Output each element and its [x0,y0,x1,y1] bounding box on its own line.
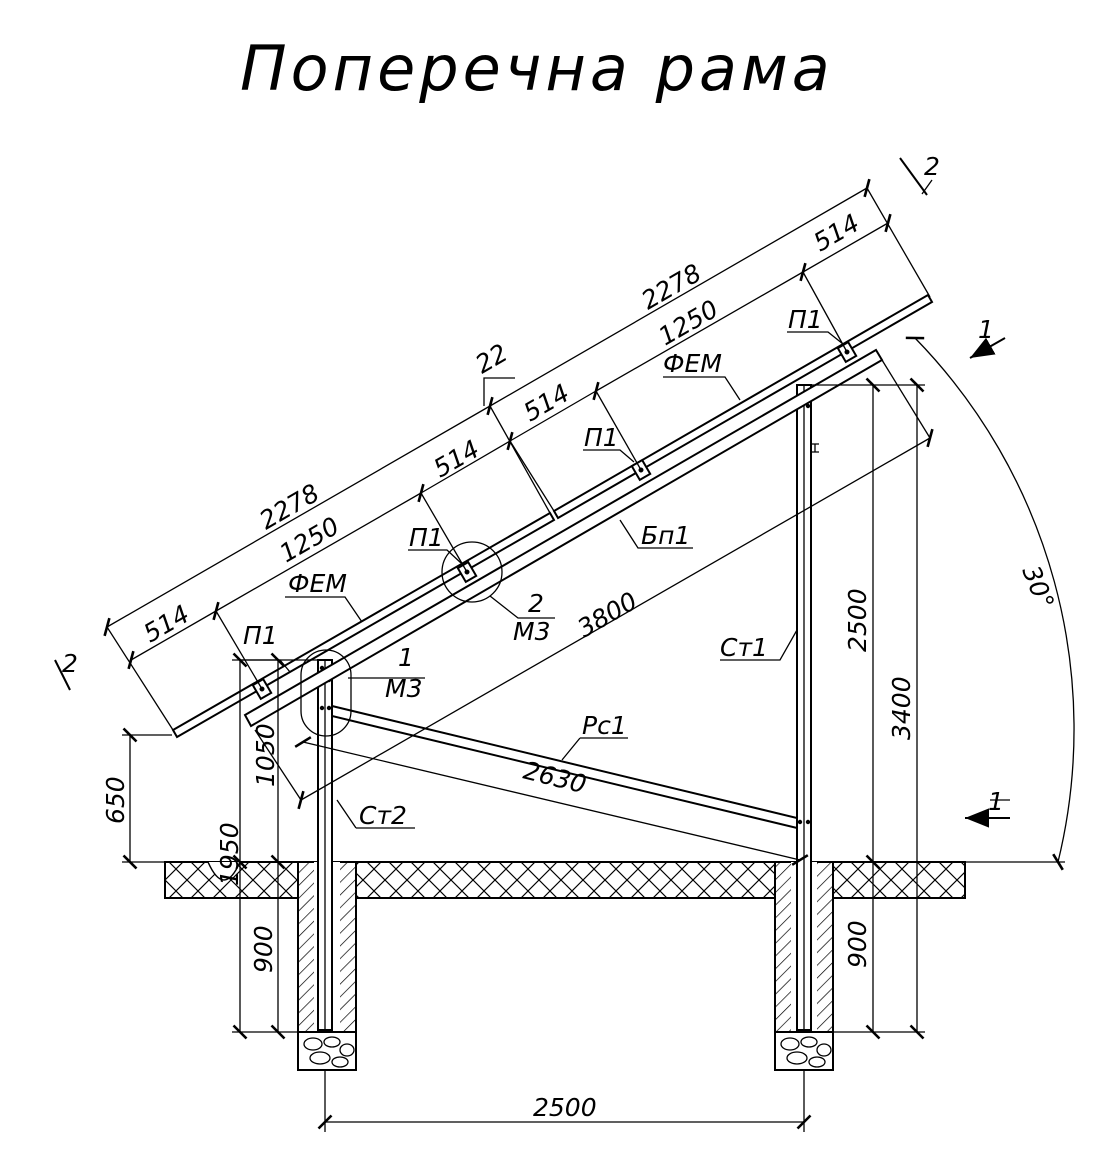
dim-22: 22 [471,338,513,379]
section-1-top: 1 [978,315,994,344]
dim-514-b: 514 [429,434,485,483]
node1-number: 1 [398,643,414,672]
node1-sheet: М3 [385,674,422,703]
drawing-title: Поперечна рама [240,32,834,105]
dim-3800: 3800 [573,586,643,643]
dim-650: 650 [101,776,130,824]
label-p1-c: П1 [584,423,619,452]
section-2-top: 2 [924,152,940,181]
dim-900-left: 900 [249,925,278,973]
angle-30 [905,336,1075,871]
dim-2630: 2630 [521,756,590,800]
label-leaders [240,331,844,829]
dimension-texts: 2278 2278 1250 1250 514 514 514 514 22 3… [101,208,1060,1122]
label-fem-lower: ФЕМ [288,569,347,598]
ground [164,861,966,899]
node2-sheet: М3 [513,617,550,646]
label-fem-upper: ФЕМ [663,349,722,378]
pv-module-upper [552,293,934,520]
dim-1050: 1050 [251,723,280,787]
label-p1-a: П1 [243,621,278,650]
section-marks [54,157,1010,828]
label-bp1: Бп1 [641,521,690,550]
label-rs1: Рс1 [582,711,627,740]
dim-2500-vertical: 2500 [843,588,872,652]
dim-514-a: 514 [139,599,195,648]
pv-module-lower [171,511,556,739]
section-1-bottom: 1 [988,787,1004,816]
dim-2500-horizontal: 2500 [533,1093,597,1122]
label-p1-d: П1 [788,305,823,334]
post-st2 [317,659,333,1031]
dim-514-d: 514 [809,208,865,257]
dim-1950: 1950 [215,822,244,886]
node2-number: 2 [528,589,544,618]
slope-dimensions [103,178,934,866]
dim-angle-30: 30° [1016,561,1059,613]
dim-900-right: 900 [843,920,872,968]
part-labels: ФЕМ ФЕМ П1 П1 П1 П1 Бп1 Ст1 Ст2 Рс1 1 М3… [243,305,823,830]
section-labels: 2 2 1 1 [62,152,1004,816]
label-st1: Ст1 [720,633,768,662]
label-p1-b: П1 [409,523,444,552]
label-st2: Ст2 [359,801,407,830]
dim-3400: 3400 [887,676,916,740]
section-2-bottom: 2 [62,649,78,678]
